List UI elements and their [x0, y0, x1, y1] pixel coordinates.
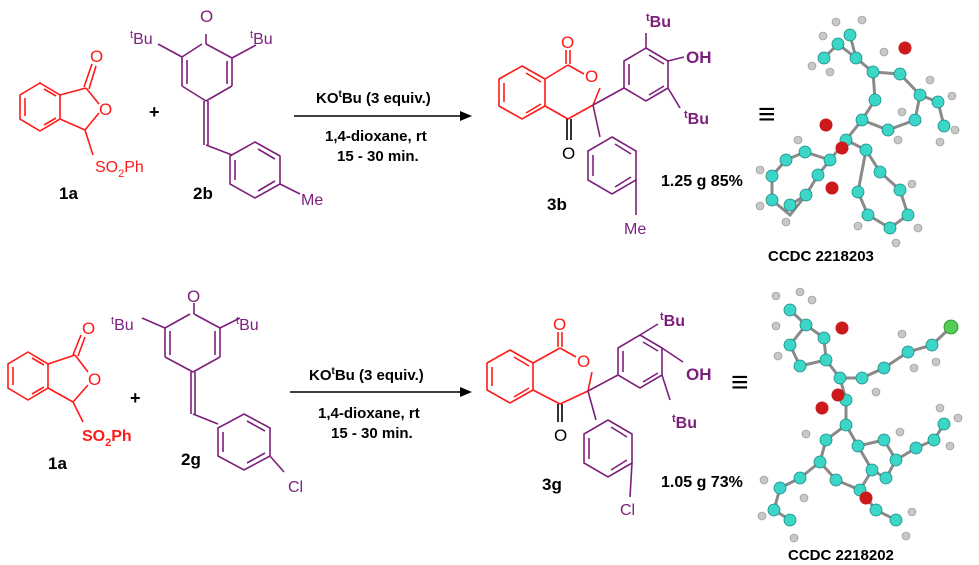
- para-substituent-cl: Cl: [620, 502, 635, 519]
- sulfonyl-group: SO2Ph: [82, 428, 132, 449]
- atom-o-ring: O: [88, 370, 101, 389]
- reaction-arrow: [290, 387, 472, 397]
- ccdc-number-2: CCDC 2218202: [788, 547, 894, 564]
- tbu-top: tBu: [660, 311, 685, 330]
- compound-2g-structure: [141, 303, 285, 473]
- para-substituent-me: Me: [301, 192, 323, 209]
- tbu-left: tBu: [130, 29, 153, 48]
- hydroxy-group: OH: [686, 48, 712, 67]
- compound-label-1a: 1a: [48, 454, 67, 473]
- reaction-row-1: O O SO2Ph 1a + O tBu t: [19, 7, 960, 265]
- reagent-kotbu: KOtBu (3 equiv.): [316, 89, 431, 107]
- equivalence-sign: ≡: [758, 98, 776, 131]
- chlorine-atom: [943, 319, 959, 335]
- para-substituent-cl: Cl: [288, 479, 303, 496]
- crystal-structure-3b: [755, 15, 960, 248]
- compound-label-3g: 3g: [542, 475, 562, 494]
- reaction-row-2: O O SO2Ph 1a + O tBu t: [7, 287, 963, 564]
- tbu-right: tBu: [250, 29, 273, 48]
- atom-o-ketone: O: [562, 144, 575, 163]
- tbu-left: tBu: [111, 315, 134, 334]
- atom-o-ketone: O: [554, 426, 567, 445]
- compound-label-1a: 1a: [59, 184, 78, 203]
- reagent-kotbu: KOtBu (3 equiv.): [309, 366, 424, 384]
- tbu-right: tBu: [236, 315, 259, 334]
- compound-label-3b: 3b: [547, 195, 567, 214]
- ccdc-number-1: CCDC 2218203: [768, 248, 874, 265]
- time-condition: 15 - 30 min.: [331, 425, 413, 442]
- atom-o-lactone-carbonyl: O: [553, 315, 566, 334]
- tbu-bottom: tBu: [672, 413, 697, 432]
- tbu-bottom: tBu: [684, 109, 709, 128]
- atom-o-carbonyl: O: [82, 319, 95, 338]
- atom-o-carbonyl: O: [90, 47, 103, 66]
- hydroxy-group: OH: [686, 365, 712, 384]
- para-substituent-me: Me: [624, 221, 646, 238]
- sulfonyl-group: SO2Ph: [95, 159, 144, 180]
- compound-label-2b: 2b: [193, 184, 213, 203]
- compound-1a-structure: [7, 334, 89, 423]
- atom-o-ring: O: [99, 100, 112, 119]
- atom-o-lactone-ring: O: [585, 67, 598, 86]
- compound-label-2g: 2g: [181, 450, 201, 469]
- solvent-condition: 1,4-dioxane, rt: [325, 128, 427, 145]
- reaction-arrow: [294, 111, 472, 121]
- equivalence-sign: ≡: [731, 366, 749, 399]
- compound-1a-structure: [19, 63, 100, 156]
- atom-o-lactone-ring: O: [577, 352, 590, 371]
- solvent-condition: 1,4-dioxane, rt: [318, 405, 420, 422]
- plus-sign: +: [130, 388, 141, 408]
- atom-o-quinone: O: [187, 287, 200, 306]
- tbu-top: tBu: [646, 12, 671, 31]
- compound-3b-structure: [498, 33, 685, 215]
- plus-sign: +: [149, 102, 160, 122]
- time-condition: 15 - 30 min.: [337, 148, 419, 165]
- atom-o-quinone: O: [200, 7, 213, 26]
- yield-3g: 1.05 g 73%: [661, 474, 743, 491]
- compound-3g-structure: [486, 323, 684, 498]
- compound-2b-structure: [157, 34, 301, 199]
- crystal-structure-3g: [757, 287, 963, 543]
- yield-3b: 1.25 g 85%: [661, 173, 743, 190]
- atom-o-lactone-carbonyl: O: [561, 33, 574, 52]
